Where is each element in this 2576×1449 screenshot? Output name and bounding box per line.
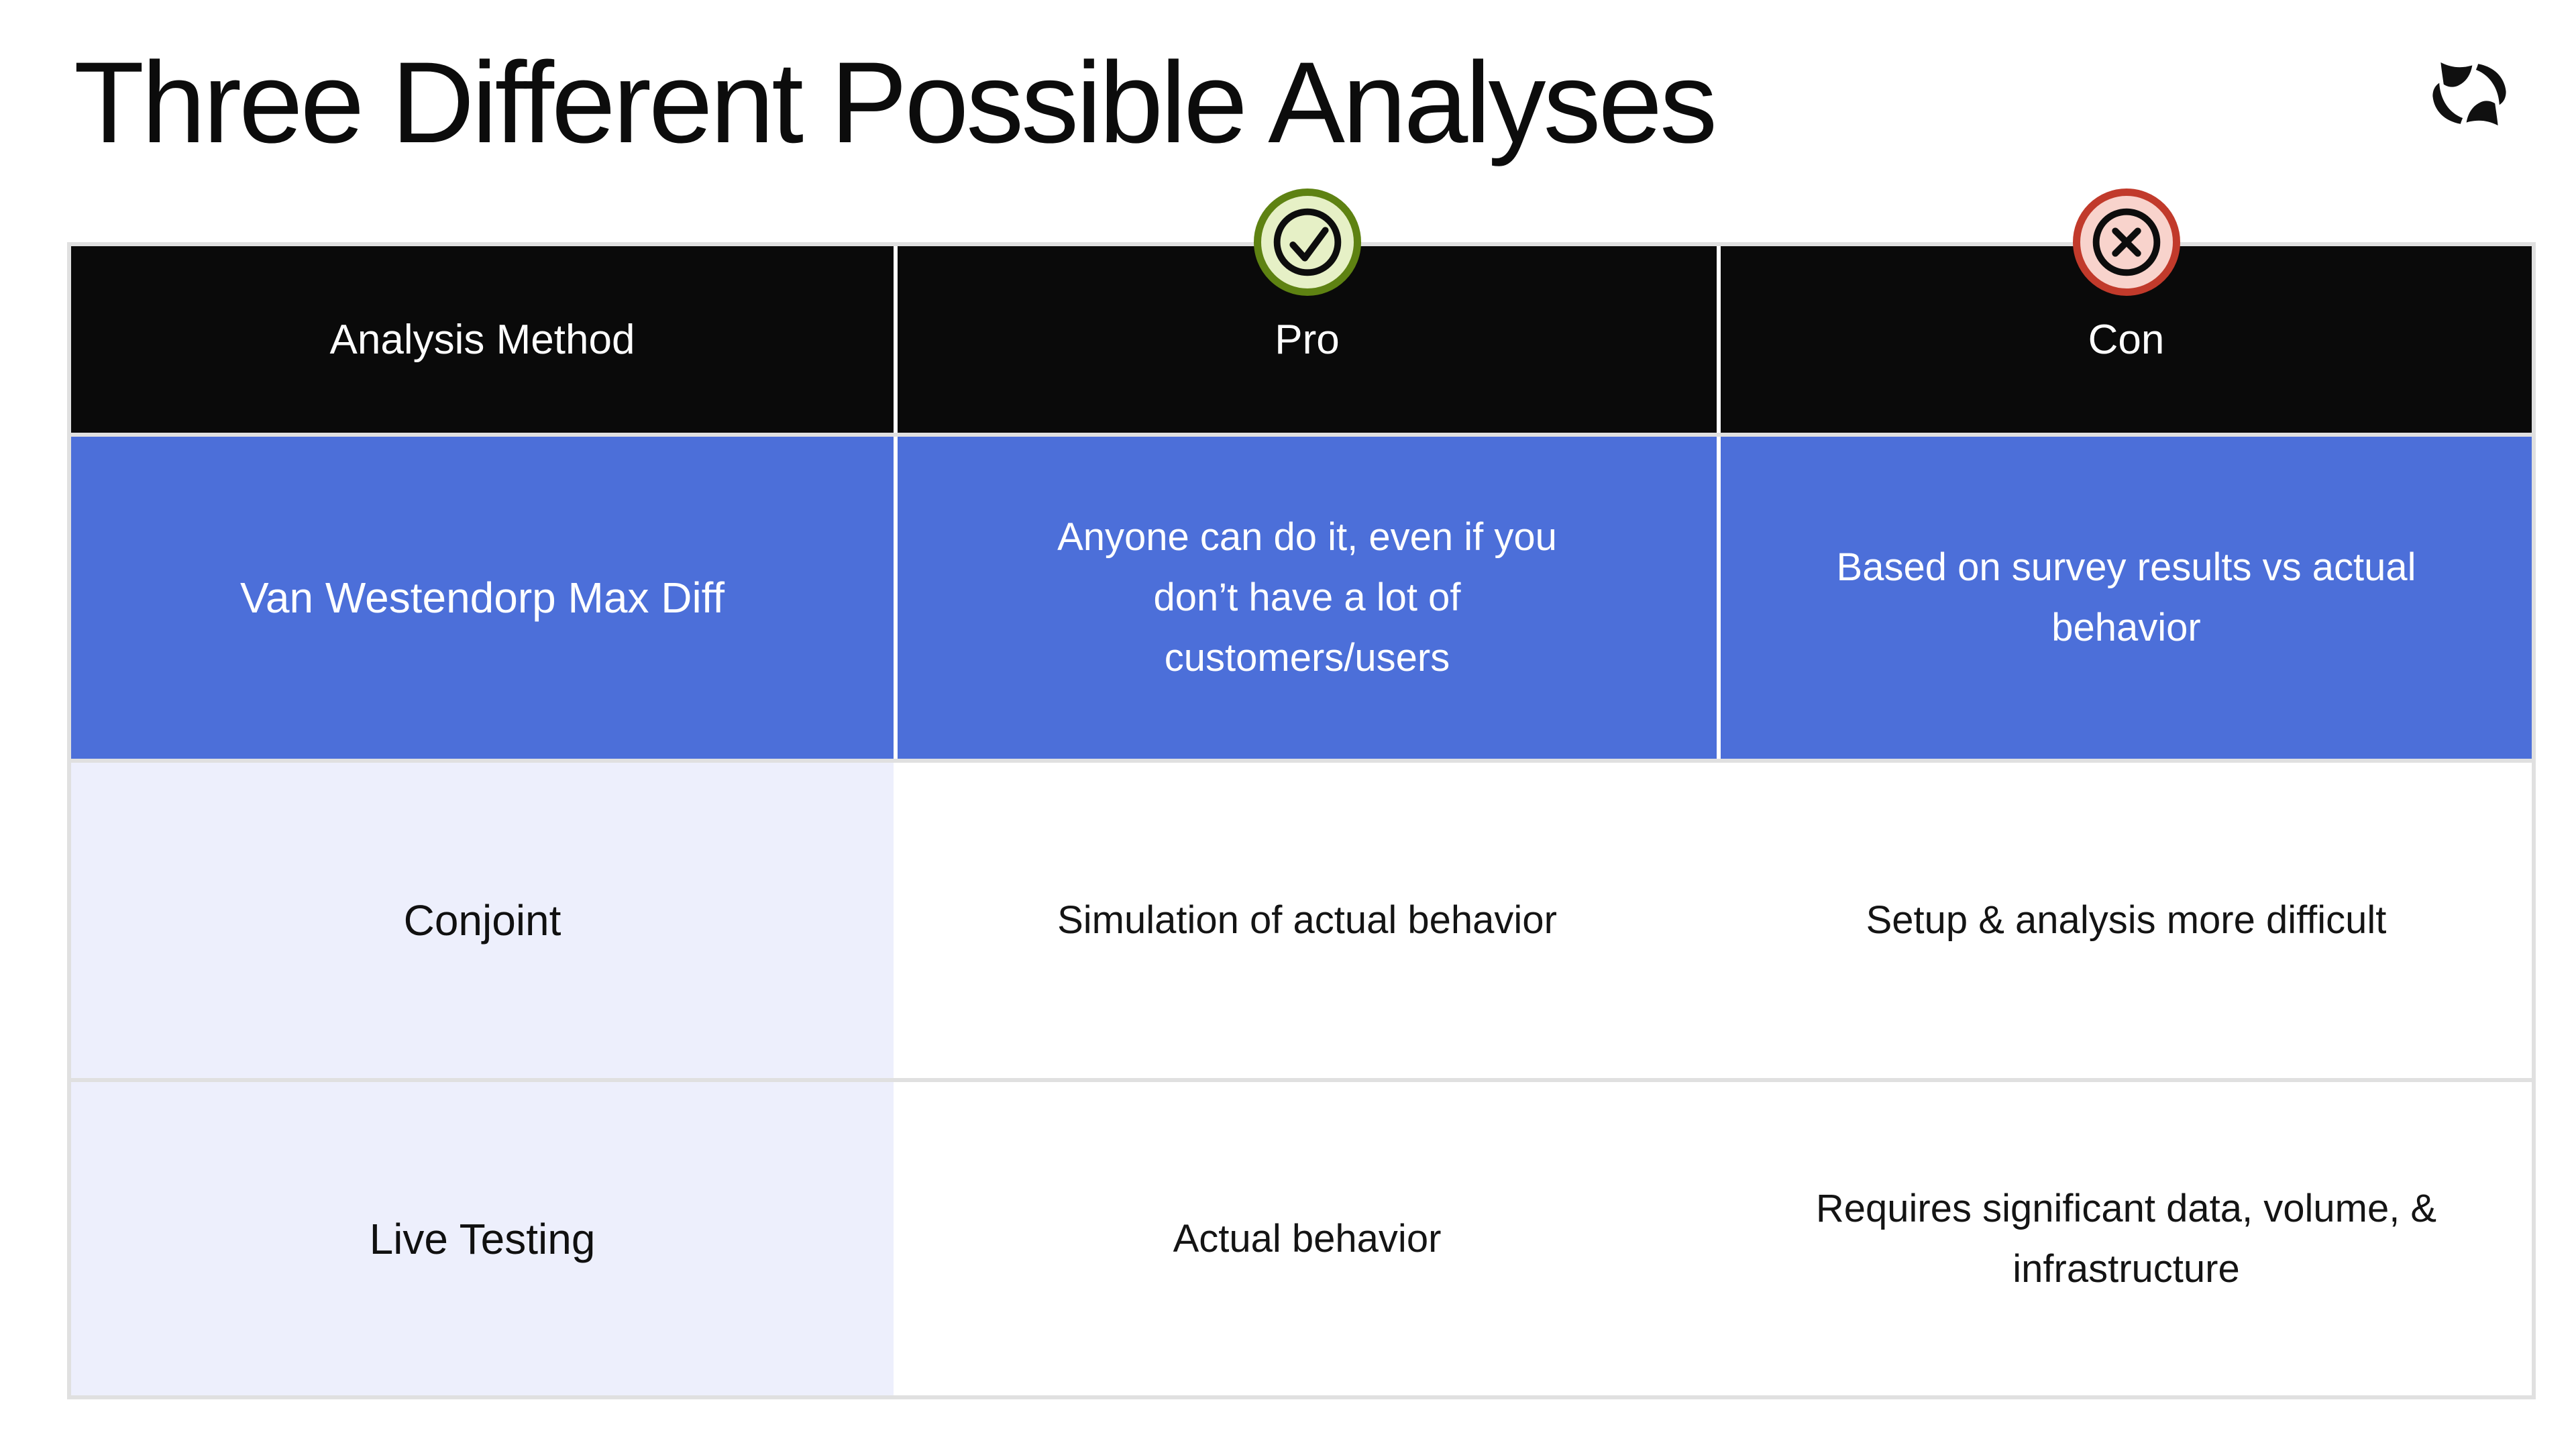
method-label: Live Testing xyxy=(369,1214,596,1263)
con-cell-live-testing: Requires significant data, volume, & inf… xyxy=(1721,1082,2532,1395)
reforge-logo-icon xyxy=(2432,62,2506,125)
table-row-live-testing: Live Testing Actual behavior Requires si… xyxy=(71,1082,2532,1395)
page-title: Three Different Possible Analyses xyxy=(74,38,1717,167)
method-label: Van Westendorp Max Diff xyxy=(239,574,725,622)
con-cell-van-westendorp: Based on survey results vs actual behavi… xyxy=(1721,437,2532,759)
header-cell-pro: Pro xyxy=(898,189,1717,433)
con-text: Based on survey results vs actual behavi… xyxy=(1836,545,2416,649)
row-divider xyxy=(71,759,2532,763)
pro-text: Simulation of actual behavior xyxy=(1057,898,1557,943)
table-row-van-westendorp: Van Westendorp Max Diff Anyone can do it… xyxy=(71,437,2532,759)
header-label-pro: Pro xyxy=(1275,316,1340,363)
pro-cell-conjoint: Simulation of actual behavior xyxy=(898,763,1717,1078)
con-text: Requires significant data, volume, & inf… xyxy=(1815,1186,2437,1291)
pro-text: Anyone can do it, even if you don’t have… xyxy=(1057,515,1557,680)
logo-bottom-shapes xyxy=(2432,83,2498,125)
method-label: Conjoint xyxy=(403,896,561,945)
header-cell-analysis-method: Analysis Method xyxy=(71,246,894,433)
row-divider xyxy=(71,433,2532,437)
header-label-con: Con xyxy=(2088,316,2165,363)
method-cell-van-westendorp: Van Westendorp Max Diff xyxy=(71,437,894,759)
table-header-row: Analysis Method Pro Con xyxy=(71,189,2532,433)
table-row-conjoint: Conjoint Simulation of actual behavior S… xyxy=(71,763,2532,1078)
logo-top-shapes xyxy=(2440,62,2506,105)
pro-cell-live-testing: Actual behavior xyxy=(898,1082,1717,1395)
con-text: Setup & analysis more difficult xyxy=(1866,898,2387,943)
comparison-table: Analysis Method Pro Con xyxy=(67,189,2536,1399)
pro-text: Actual behavior xyxy=(1173,1216,1442,1260)
x-circle-icon xyxy=(2072,189,2180,296)
method-cell-conjoint: Conjoint xyxy=(71,763,894,1078)
check-circle-icon xyxy=(1253,189,1361,296)
method-cell-live-testing: Live Testing xyxy=(71,1082,894,1395)
pro-cell-van-westendorp: Anyone can do it, even if you don’t have… xyxy=(898,437,1717,759)
row-divider xyxy=(71,1078,2532,1082)
con-cell-conjoint: Setup & analysis more difficult xyxy=(1721,763,2532,1078)
header-cell-con: Con xyxy=(1721,189,2532,433)
header-label-analysis-method: Analysis Method xyxy=(329,316,635,363)
